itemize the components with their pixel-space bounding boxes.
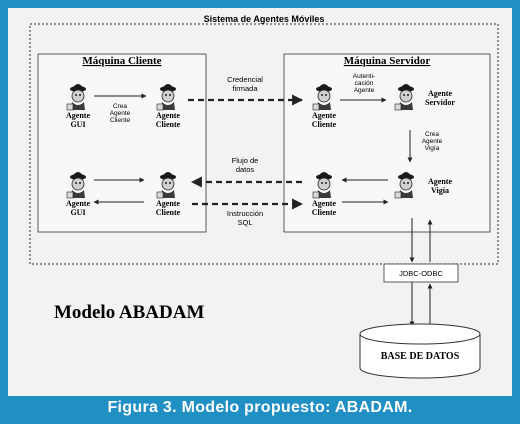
label-flujo-1: Flujo de [232, 156, 259, 165]
agent-servidor: Agente Servidor [394, 83, 455, 111]
label-autenticacion-1: Autenti- [353, 73, 375, 80]
diagram-canvas: Sistema de Agentes Móviles Máquina Clien… [29, 14, 499, 379]
system-boundary [29, 23, 499, 265]
label-crea-vigia-1: Crea [425, 131, 439, 138]
label-autenticacion-2: cación [355, 80, 374, 87]
model-title: Modelo ABADAM [54, 302, 204, 323]
label-crea-agente-cliente-1: Crea [113, 103, 127, 110]
agent-gui-bottom-line2: GUI [70, 208, 85, 217]
agent-gui-bottom: Agente GUI [66, 171, 90, 217]
diagram-panel: Sistema de Agentes Móviles Máquina Clien… [8, 8, 512, 396]
agent-server-client-bottom: Agente Cliente [312, 171, 337, 217]
label-instruccion-2: SQL [237, 218, 252, 227]
agent-client-bottom-line1: Agente [156, 199, 180, 208]
agent-server-client-bottom-line1: Agente [312, 199, 336, 208]
agent-server-client-top-line1: Agente [312, 111, 336, 120]
agent-gui-bottom-line1: Agente [66, 199, 90, 208]
agent-vigia-line2: Vigía [431, 186, 449, 195]
agent-vigia: Agente Vigía [394, 171, 452, 199]
client-machine-title: Máquina Cliente [82, 55, 161, 67]
agent-server-client-bottom-line2: Cliente [312, 208, 337, 217]
jdbc-odbc-box [383, 263, 459, 283]
label-crea-agente-cliente-2: Agente [110, 110, 131, 117]
client-machine-box [37, 53, 207, 233]
agent-client-bottom: Agente Cliente [156, 171, 181, 217]
agent-vigia-line1: Agente [428, 177, 452, 186]
database-label: BASE DE DATOS [381, 351, 460, 362]
label-credencial-2: firmada [232, 84, 258, 93]
label-credencial-1: Credencial [227, 75, 263, 84]
agent-client-top-line2: Cliente [156, 120, 181, 129]
agent-server-client-top: Agente Cliente [312, 83, 337, 129]
figure-caption: Figura 3. Modelo propuesto: ABADAM. [8, 396, 512, 420]
agent-gui-top: Agente GUI [66, 83, 90, 129]
agent-servidor-line2: Servidor [425, 98, 455, 107]
agent-client-bottom-line2: Cliente [156, 208, 181, 217]
database-cylinder [359, 323, 481, 379]
agent-gui-top-line1: Agente [66, 111, 90, 120]
jdbc-odbc-label: JDBC-ODBC [399, 269, 443, 278]
system-title: Sistema de Agentes Móviles [204, 14, 325, 24]
agent-client-top: Agente Cliente [156, 83, 181, 129]
label-instruccion-1: Instrucción [227, 209, 263, 218]
agent-server-client-top-line2: Cliente [312, 120, 337, 129]
label-crea-vigia-3: Vigía [425, 145, 440, 152]
label-crea-vigia-2: Agente [422, 138, 443, 145]
label-autenticacion-3: Agente [354, 87, 375, 94]
label-crea-agente-cliente-3: Cliente [110, 117, 131, 124]
server-machine-title: Máquina Servidor [344, 55, 431, 67]
agent-servidor-line1: Agente [428, 89, 452, 98]
agent-client-top-line1: Agente [156, 111, 180, 120]
agent-gui-top-line2: GUI [70, 120, 85, 129]
label-flujo-2: datos [236, 165, 255, 174]
